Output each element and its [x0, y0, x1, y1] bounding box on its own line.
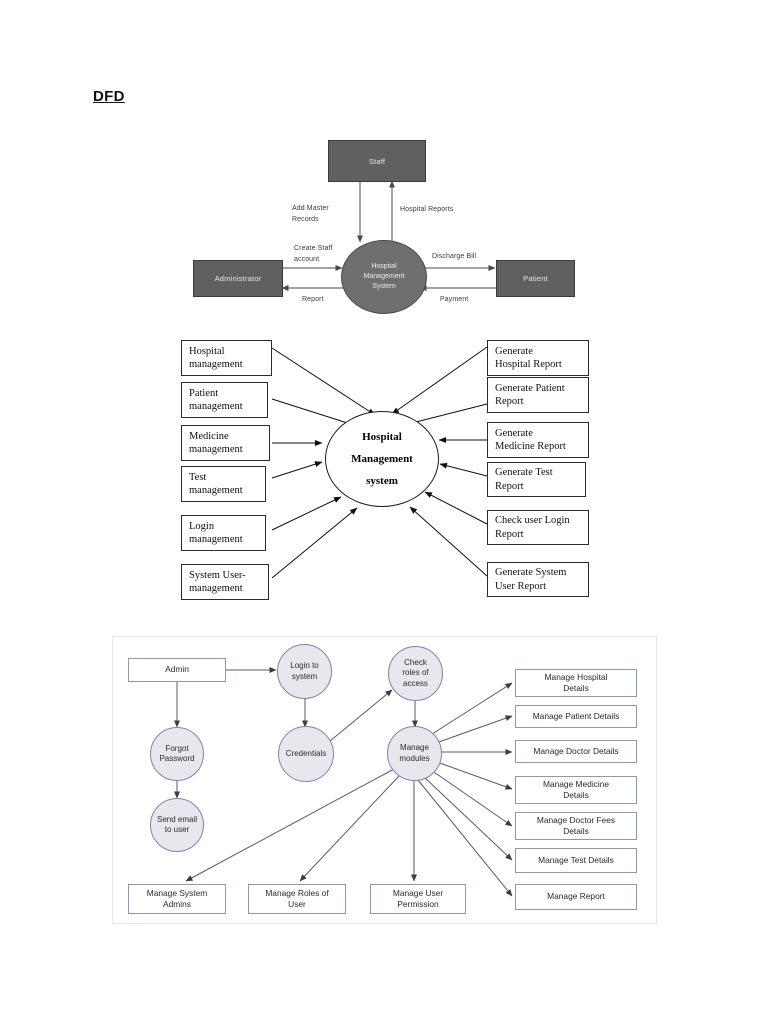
input-hospital-management-label: Hospital management	[189, 345, 243, 370]
output-generate-hospital-report-label: Generate Hospital Report	[495, 345, 562, 370]
input-medicine-management-label: Medicine management	[189, 430, 243, 455]
node-forgot-password-label: Forgot Password	[159, 743, 195, 763]
arrow-check-user-login-report	[424, 491, 488, 525]
arrow-login-management	[271, 496, 342, 531]
flow-label-add-master-records: Add Master Records	[292, 205, 329, 223]
arrow-manage-modules-to-manage-roles-of-user	[299, 774, 401, 882]
flow-label-report: Report	[302, 296, 324, 303]
node-admin-label: Admin	[165, 664, 189, 675]
input-patient-management-label: Patient management	[189, 387, 243, 412]
output-generate-system-user-report[interactable]: Generate System User Report	[487, 562, 589, 597]
output-generate-system-user-report-label: Generate System User Report	[495, 567, 567, 592]
page-title: DFD	[93, 88, 125, 105]
node-manage-medicine-details[interactable]: Manage Medicine Details	[515, 776, 637, 804]
node-admin[interactable]: Admin	[128, 658, 226, 682]
arrow-system-user-management	[271, 507, 358, 579]
node-manage-hospital-details[interactable]: Manage Hospital Details	[515, 669, 637, 697]
output-generate-patient-report[interactable]: Generate Patient Report	[487, 377, 589, 413]
arrow-manage-modules-to-manage-report	[417, 779, 513, 897]
flow-label-hospital-reports: Hospital Reports	[400, 206, 454, 213]
node-credentials[interactable]: Credentials	[278, 726, 334, 782]
process-hospital-management-system[interactable]: Hospital Management System	[341, 240, 427, 314]
entity-patient-label: Patient	[523, 274, 548, 283]
node-manage-doctor-fees-details-label: Manage Doctor Fees Details	[536, 814, 616, 836]
node-manage-system-admins[interactable]: Manage System Admins	[128, 884, 226, 914]
entity-administrator-label: Administrator	[214, 274, 262, 283]
output-check-user-login-report-label: Check user Login Report	[495, 515, 570, 540]
output-generate-medicine-report[interactable]: Generate Medicine Report	[487, 422, 589, 458]
output-generate-test-report-label: Generate Test Report	[495, 467, 553, 492]
process-level1-line-3: system	[366, 475, 398, 487]
node-manage-roles-of-user-label: Manage Roles of User	[265, 887, 329, 909]
node-credentials-label: Credentials	[285, 748, 327, 758]
arrow-manage-modules-to-manage-system-admins	[185, 768, 395, 882]
node-manage-report-label: Manage Report	[547, 891, 605, 902]
node-forgot-password[interactable]: Forgot Password	[150, 727, 204, 781]
process-hospital-management-system-level1[interactable]: Hospital Management system	[325, 411, 439, 507]
node-manage-modules[interactable]: Manage modules	[387, 726, 442, 781]
input-login-management-label: Login management	[189, 520, 243, 545]
input-medicine-management[interactable]: Medicine management	[181, 425, 270, 461]
output-generate-medicine-report-label: Generate Medicine Report	[495, 427, 566, 452]
node-manage-patient-details[interactable]: Manage Patient Details	[515, 705, 637, 728]
output-check-user-login-report[interactable]: Check user Login Report	[487, 510, 589, 545]
input-hospital-management[interactable]: Hospital management	[181, 340, 272, 376]
node-manage-doctor-fees-details[interactable]: Manage Doctor Fees Details	[515, 812, 637, 840]
process-line-3: System	[372, 283, 396, 291]
input-test-management-label: Test management	[189, 471, 243, 496]
node-check-roles-of-access-label: Check roles of access	[402, 657, 429, 688]
input-login-management[interactable]: Login management	[181, 515, 266, 551]
node-login-to-system-label: Login to system	[290, 661, 319, 681]
node-manage-doctor-details[interactable]: Manage Doctor Details	[515, 740, 637, 763]
arrow-test-management	[271, 461, 323, 479]
process-level1-line-2: Management	[351, 453, 413, 465]
flow-label-create-staff-account: Create Staff account	[294, 245, 333, 263]
input-patient-management[interactable]: Patient management	[181, 382, 268, 418]
input-test-management[interactable]: Test management	[181, 466, 266, 502]
arrow-generate-hospital-report	[391, 346, 488, 415]
entity-staff[interactable]: Staff	[328, 140, 426, 182]
node-send-email-to-user[interactable]: Send email to user	[150, 798, 204, 852]
arrow-manage-modules-to-hospital-details	[428, 682, 513, 737]
node-manage-system-admins-label: Manage System Admins	[146, 887, 208, 909]
node-manage-patient-details-label: Manage Patient Details	[532, 710, 620, 721]
output-generate-patient-report-label: Generate Patient Report	[495, 382, 565, 407]
node-manage-modules-label: Manage modules	[399, 743, 430, 763]
node-manage-roles-of-user[interactable]: Manage Roles of User	[248, 884, 346, 914]
node-check-roles-of-access[interactable]: Check roles of access	[388, 646, 443, 701]
output-generate-hospital-report[interactable]: Generate Hospital Report	[487, 340, 589, 376]
arrow-generate-test-report	[439, 462, 488, 477]
arrow-credentials-to-check-roles	[329, 689, 393, 742]
node-manage-doctor-details-label: Manage Doctor Details	[533, 745, 619, 756]
input-system-user-management[interactable]: System User- management	[181, 564, 269, 600]
node-manage-report[interactable]: Manage Report	[515, 884, 637, 910]
node-manage-user-permission-label: Manage User Permission	[392, 887, 444, 909]
arrow-manage-modules-to-medicine-details	[436, 761, 513, 790]
arrow-manage-modules-to-test-details	[423, 776, 513, 861]
output-generate-test-report[interactable]: Generate Test Report	[487, 462, 586, 497]
flow-label-discharge-bill: Discharge Bill	[432, 253, 477, 260]
node-manage-test-details[interactable]: Manage Test Details	[515, 848, 637, 873]
process-line-1: Hospital	[371, 262, 397, 270]
arrow-hospital-management	[271, 347, 376, 416]
node-manage-medicine-details-label: Manage Medicine Details	[542, 778, 610, 800]
entity-administrator[interactable]: Administrator	[193, 260, 283, 297]
node-manage-test-details-label: Manage Test Details	[538, 854, 614, 865]
node-send-email-to-user-label: Send email to user	[156, 814, 198, 834]
arrow-manage-modules-to-doctor-fees-details	[430, 769, 513, 827]
node-manage-user-permission[interactable]: Manage User Permission	[370, 884, 466, 914]
node-manage-hospital-details-label: Manage Hospital Details	[544, 671, 608, 693]
node-login-to-system[interactable]: Login to system	[277, 644, 332, 699]
entity-patient[interactable]: Patient	[496, 260, 575, 297]
process-level1-line-1: Hospital	[362, 431, 402, 443]
input-system-user-management-label: System User- management	[189, 569, 246, 594]
process-line-2: Management	[363, 272, 405, 280]
arrow-generate-system-user-report	[409, 506, 488, 577]
arrow-manage-modules-to-patient-details	[435, 715, 513, 744]
flow-label-payment: Payment	[440, 296, 469, 303]
entity-staff-label: Staff	[368, 156, 386, 166]
